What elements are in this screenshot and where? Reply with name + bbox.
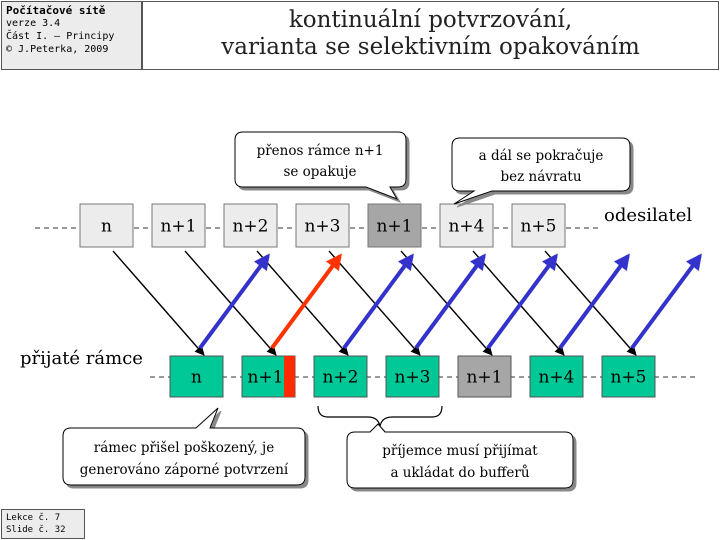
- sender-frame-label: n+4: [448, 217, 484, 237]
- positive-ack-arrow: [198, 253, 270, 350]
- sender-frame-label: n+2: [232, 217, 268, 237]
- positive-ack-arrow: [558, 253, 630, 350]
- sender-frame-box: [79, 203, 134, 248]
- positive-ack-arrow: [342, 253, 414, 350]
- received-frame-label: n+2: [322, 368, 358, 388]
- callout-buffer-line-2: a ukládat do bufferů: [390, 465, 529, 481]
- callout-retransmit-line-2: se opakuje: [283, 164, 356, 180]
- positive-ack-arrow: [630, 253, 702, 350]
- receiver-label: přijaté rámce: [20, 348, 143, 369]
- sender-frame-box: [367, 203, 422, 248]
- callout-damaged-line-2: generováno záporné potvrzení: [80, 462, 289, 478]
- sender-frame-label: n: [101, 217, 112, 237]
- callout-buffer-line-1: příjemce musí přijímat: [382, 443, 538, 459]
- data-frame-arrow: [184, 250, 277, 356]
- callout-damaged-line-1: rámec přišel poškozený, je: [94, 440, 274, 456]
- callout-continue-line-2: bez návratu: [500, 169, 581, 185]
- lesson-number: Lekce č. 7: [6, 513, 61, 523]
- slide-title: kontinuální potvrzování, varianta se sel…: [142, 1, 719, 70]
- course-info-box: Počítačové sítě verze 3.4 Část I. – Prin…: [1, 1, 142, 70]
- positive-ack-arrow: [414, 253, 486, 350]
- data-frame-arrow: [472, 250, 565, 356]
- received-frame-label: n+1: [466, 368, 502, 388]
- received-frame-box: [385, 355, 440, 398]
- title-line-1: kontinuální potvrzování,: [288, 7, 573, 33]
- data-frame-arrow: [400, 250, 493, 356]
- received-frame-box: [169, 355, 224, 398]
- received-frame-label: n: [191, 368, 202, 388]
- sender-label: odesilatel: [604, 205, 692, 226]
- sender-frame-box: [511, 203, 566, 248]
- data-arrows: [112, 250, 637, 356]
- sender-frame-label: n+3: [304, 217, 340, 237]
- data-frame-arrow: [328, 250, 421, 356]
- received-frame-box: [313, 355, 368, 398]
- ack-arrows: [198, 253, 702, 350]
- buffer-brace: [317, 405, 443, 427]
- course-part: Část I. – Principy: [6, 31, 115, 42]
- callout-buffer: [346, 423, 574, 489]
- sender-frame-box: [151, 203, 206, 248]
- data-frame-arrow: [544, 250, 637, 356]
- callout-continue-line-1: a dál se pokračuje: [479, 148, 604, 164]
- received-frame-box: [457, 355, 512, 398]
- received-frame-label: n+5: [610, 368, 646, 388]
- sender-frame-label: n+1: [376, 217, 412, 237]
- sender-frame-label: n+5: [520, 217, 556, 237]
- received-frame-box: [601, 355, 656, 398]
- callout-retransmit-line-1: přenos rámce n+1: [257, 143, 384, 159]
- callout-damaged: [62, 407, 306, 486]
- received-frame-label: n+4: [538, 368, 574, 388]
- damage-marker: [284, 356, 295, 397]
- sender-frame-box: [295, 203, 350, 248]
- course-author: © J.Peterka, 2009: [6, 44, 109, 55]
- course-version: verze 3.4: [6, 18, 61, 29]
- received-frame-box: [529, 355, 584, 398]
- sender-frame-box: [439, 203, 494, 248]
- data-frame-arrow: [256, 250, 349, 356]
- sender-frame-box: [223, 203, 278, 248]
- title-line-2: varianta se selektivním opakováním: [221, 34, 640, 60]
- negative-ack-arrow: [270, 253, 342, 350]
- received-frame-label: n+3: [394, 368, 430, 388]
- received-frames: n n+1 n+2 n+3 n+1 n+4 n+5: [169, 355, 656, 398]
- positive-ack-arrow: [486, 253, 558, 350]
- data-frame-arrow: [112, 250, 205, 356]
- slide-footer: Lekce č. 7 Slide č. 32: [1, 509, 85, 539]
- callout-retransmit: [234, 131, 407, 200]
- callout-continue: [451, 137, 631, 205]
- sender-frames: n n+1 n+2 n+3 n+1 n+4 n+5: [79, 203, 566, 248]
- sender-frame-label: n+1: [160, 217, 196, 237]
- slide-number: Slide č. 32: [6, 525, 66, 535]
- course-title: Počítačové sítě: [6, 4, 106, 17]
- received-frame-label: n+1: [247, 368, 283, 388]
